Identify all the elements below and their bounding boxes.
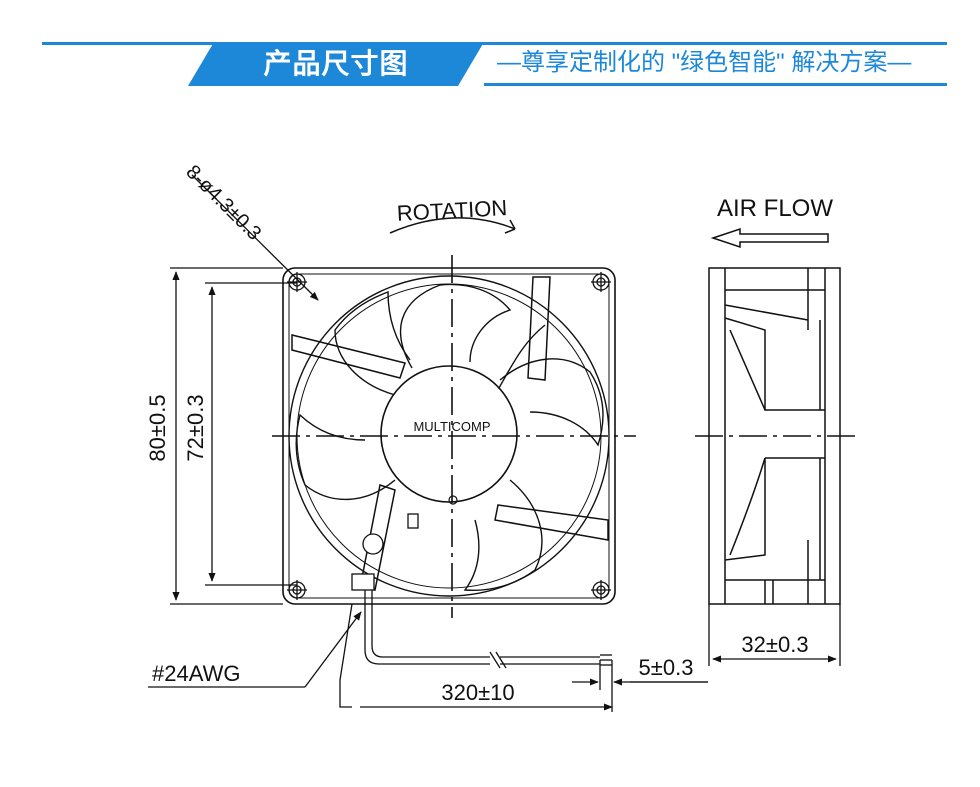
airflow-arrow-icon [710,227,829,249]
mounting-holes [287,272,611,600]
rotation-label: ROTATION [396,195,508,226]
fan-struts [291,276,609,591]
wire-gauge-leader [148,611,362,688]
outer-height-dimension: 80±0.5 [145,394,170,461]
brand-label: MULTICOMP [413,419,490,434]
height-dimension-lines [170,267,297,605]
side-view [708,267,841,605]
cable-clip [351,513,419,604]
rotation-arrow-icon [389,217,516,234]
airflow-label: AIR FLOW [717,195,833,222]
hole-spacing-dimension: 72±0.3 [183,394,208,461]
depth-dimension-lines [708,604,841,666]
header-underline [484,83,947,86]
section-header: 产品尺寸图 —尊享定制化的 "绿色智能" 解决方案— [0,0,980,110]
front-view [272,255,636,618]
section-subtitle: —尊享定制化的 "绿色智能" 解决方案— [497,49,912,76]
wire-gauge-label: #24AWG [152,661,240,686]
depth-label: 32±0.3 [741,632,808,657]
fan-hub [380,365,518,503]
header-tab [188,42,484,86]
front-centerlines [272,255,636,618]
section-title: 产品尺寸图 [263,48,409,79]
lead-length-label: 320±10 [441,680,514,705]
lead-wire [364,604,612,669]
header-rule [42,42,947,45]
strip-length-label: 5±0.3 [639,655,694,680]
lead-length-dimension-lines [339,603,708,712]
hole-callout [191,174,319,301]
hole-dimension: 8-ø4.3±0.3 [181,161,265,245]
